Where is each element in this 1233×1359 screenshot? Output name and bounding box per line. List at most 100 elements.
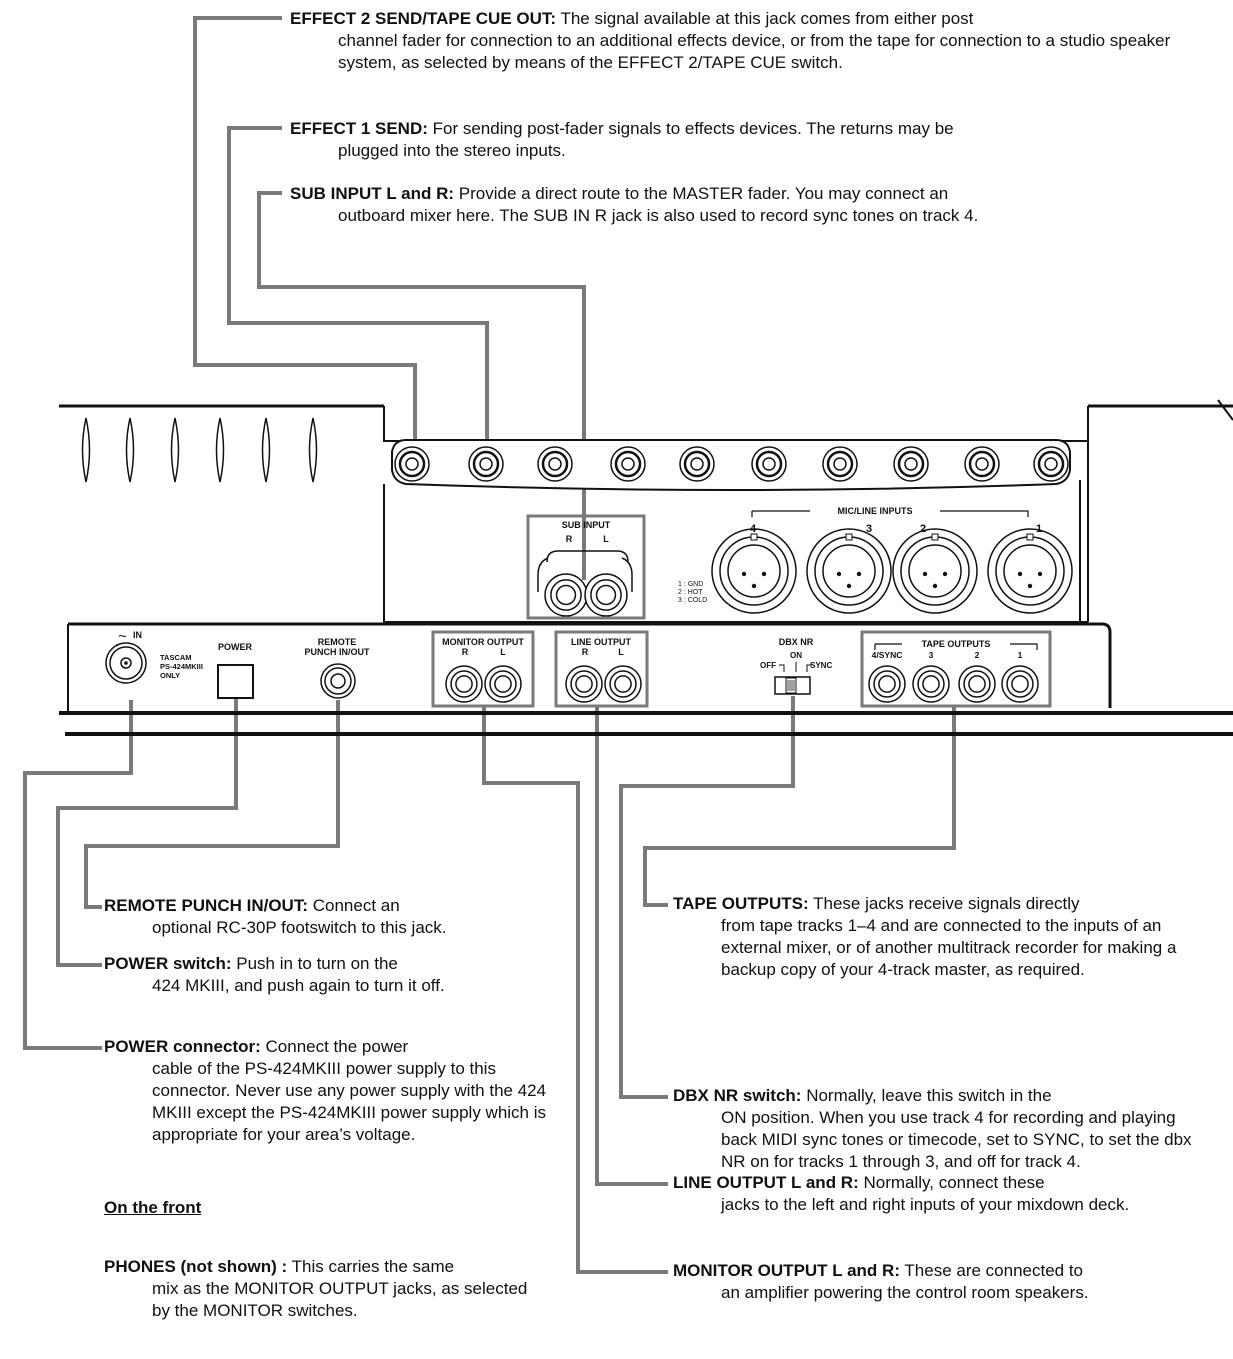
callout-monitor-output: MONITOR OUTPUT L and R: These are connec… [673,1260,1208,1304]
callout-effect1-line1: For sending post-fader signals to effect… [427,119,954,138]
rca-jacks [445,573,1039,703]
callout-monitor-output-term: MONITOR OUTPUT L and R: [673,1261,900,1280]
callout-power-connector-term: POWER connector: [104,1037,261,1056]
tascam-label-2: PS-424MKIII [160,662,203,671]
leader-power-switch [56,698,238,967]
top-jack [394,446,430,482]
callout-remote-term: REMOTE PUNCH IN/OUT: [104,896,308,915]
remote-punch-jack [320,663,356,699]
tascam-label-3: ONLY [160,671,180,680]
xlr-input [806,528,892,614]
top-jack [679,446,715,482]
ac-in-label: IN [133,630,142,640]
callout-line-output-line1: Normally, connect these [858,1173,1045,1192]
top-jack [822,446,858,482]
callout-monitor-output-rest: an amplifier powering the control room s… [721,1283,1089,1302]
callout-tape-outputs-term: TAPE OUTPUTS: [673,894,809,913]
callout-remote: REMOTE PUNCH IN/OUT: Connect an optional… [104,895,549,939]
callout-phones-term: PHONES (not shown) : [104,1257,288,1276]
remote-label-1: REMOTE [318,637,357,647]
leader-remote [84,700,340,909]
ac-in-connector [105,642,147,684]
ac-symbol: ~ [118,628,127,645]
dbx-off-label: OFF [760,661,776,670]
callout-tape-outputs-rest: from tape tracks 1–4 and are connected t… [721,916,1177,979]
dbx-nr-label: DBX NR [779,637,814,647]
callout-power-switch-term: POWER switch: [104,954,232,973]
callout-power-switch-line1: Push in to turn on the [231,954,398,973]
input-rail [383,406,1089,442]
callout-subinput-rest: outboard mixer here. The SUB IN R jack i… [338,206,979,225]
monitor-l: L [500,647,506,657]
rca-jack [912,665,950,703]
callout-dbx-rest: ON position. When you use track 4 for re… [721,1108,1192,1171]
xlr-input [892,528,978,614]
tape-num-4sync: 4/SYNC [872,650,903,660]
sub-input-label: SUB INPUT [562,520,611,530]
callout-subinput: SUB INPUT L and R: Provide a direct rout… [290,183,1200,227]
leader-tape [643,706,956,907]
top-jack [1033,446,1069,482]
callout-effect2-line1: The signal available at this jack comes … [556,9,974,28]
leader-power-connector [23,700,133,1050]
top-jack [893,446,929,482]
line-r: R [582,647,589,657]
callout-effect2-rest: channel fader for connection to an addit… [338,31,1171,72]
rca-jack [544,573,588,617]
top-jack [468,446,504,482]
top-jack [537,446,573,482]
pin-legend-3: 3 : COLD [678,597,707,604]
power-switch [217,664,254,699]
callout-power-switch-rest: 424 MKIII, and push again to turn it off… [152,976,445,995]
top-jack [751,446,787,482]
callout-effect1: EFFECT 1 SEND: For sending post-fader si… [290,118,1200,162]
input-num-3: 3 [866,523,872,535]
front-heading: On the front [104,1198,202,1217]
line-output-label: LINE OUTPUT [571,637,632,647]
remote-label-2: PUNCH IN/OUT [305,647,371,657]
callout-tape-outputs: TAPE OUTPUTS: These jacks receive signal… [673,893,1208,981]
callout-remote-line1: Connect an [308,896,400,915]
callout-line-output-term: LINE OUTPUT L and R: [673,1173,859,1192]
sub-input-l: L [603,534,609,544]
rca-jack [484,665,522,703]
callout-dbx-term: DBX NR switch: [673,1086,802,1105]
callout-subinput-line1: Provide a direct route to the MASTER fad… [454,184,949,203]
callout-effect1-rest: plugged into the stereo inputs. [338,141,566,160]
dbx-on-label: ON [790,651,802,660]
rca-jack [1001,665,1039,703]
input-num-1: 1 [1036,523,1042,535]
rca-jack [868,665,906,703]
tape-num-2: 2 [975,650,980,660]
dbx-sync-label: SYNC [810,661,832,670]
monitor-r: R [462,647,469,657]
input-num-4: 4 [750,523,757,535]
rca-jack [445,665,483,703]
pin-legend-2: 2 : HOT [678,589,703,596]
rca-jack [604,665,642,703]
callout-effect2: EFFECT 2 SEND/TAPE CUE OUT: The signal a… [290,8,1200,74]
tascam-label-1: TASCAM [160,653,192,662]
leader-effect2 [193,16,417,460]
leader-lines [23,16,956,1274]
dbx-nr-switch [774,676,811,695]
callout-power-connector-rest: cable of the PS-424MKIII power supply to… [152,1059,547,1144]
rca-jack [958,665,996,703]
callout-monitor-output-line1: These are connected to [899,1261,1084,1280]
rca-jack [565,665,603,703]
rca-jack [584,573,628,617]
xlr-input [987,528,1073,614]
leader-effect1 [227,126,489,460]
callout-power-connector: POWER connector: Connect the power cable… [104,1036,549,1146]
pin-legend-1: 1 : GND [678,581,703,588]
callout-remote-rest: optional RC-30P footswitch to this jack. [152,918,447,937]
tape-num-1: 1 [1018,650,1023,660]
power-label: POWER [218,642,253,652]
callout-phones-line1: This carries the same [287,1257,455,1276]
leader-subinput [257,191,586,580]
tape-outputs-label: TAPE OUTPUTS [922,639,991,649]
jack-row [394,446,1069,482]
sub-input-r: R [566,534,573,544]
mic-line-inputs [711,528,1073,614]
